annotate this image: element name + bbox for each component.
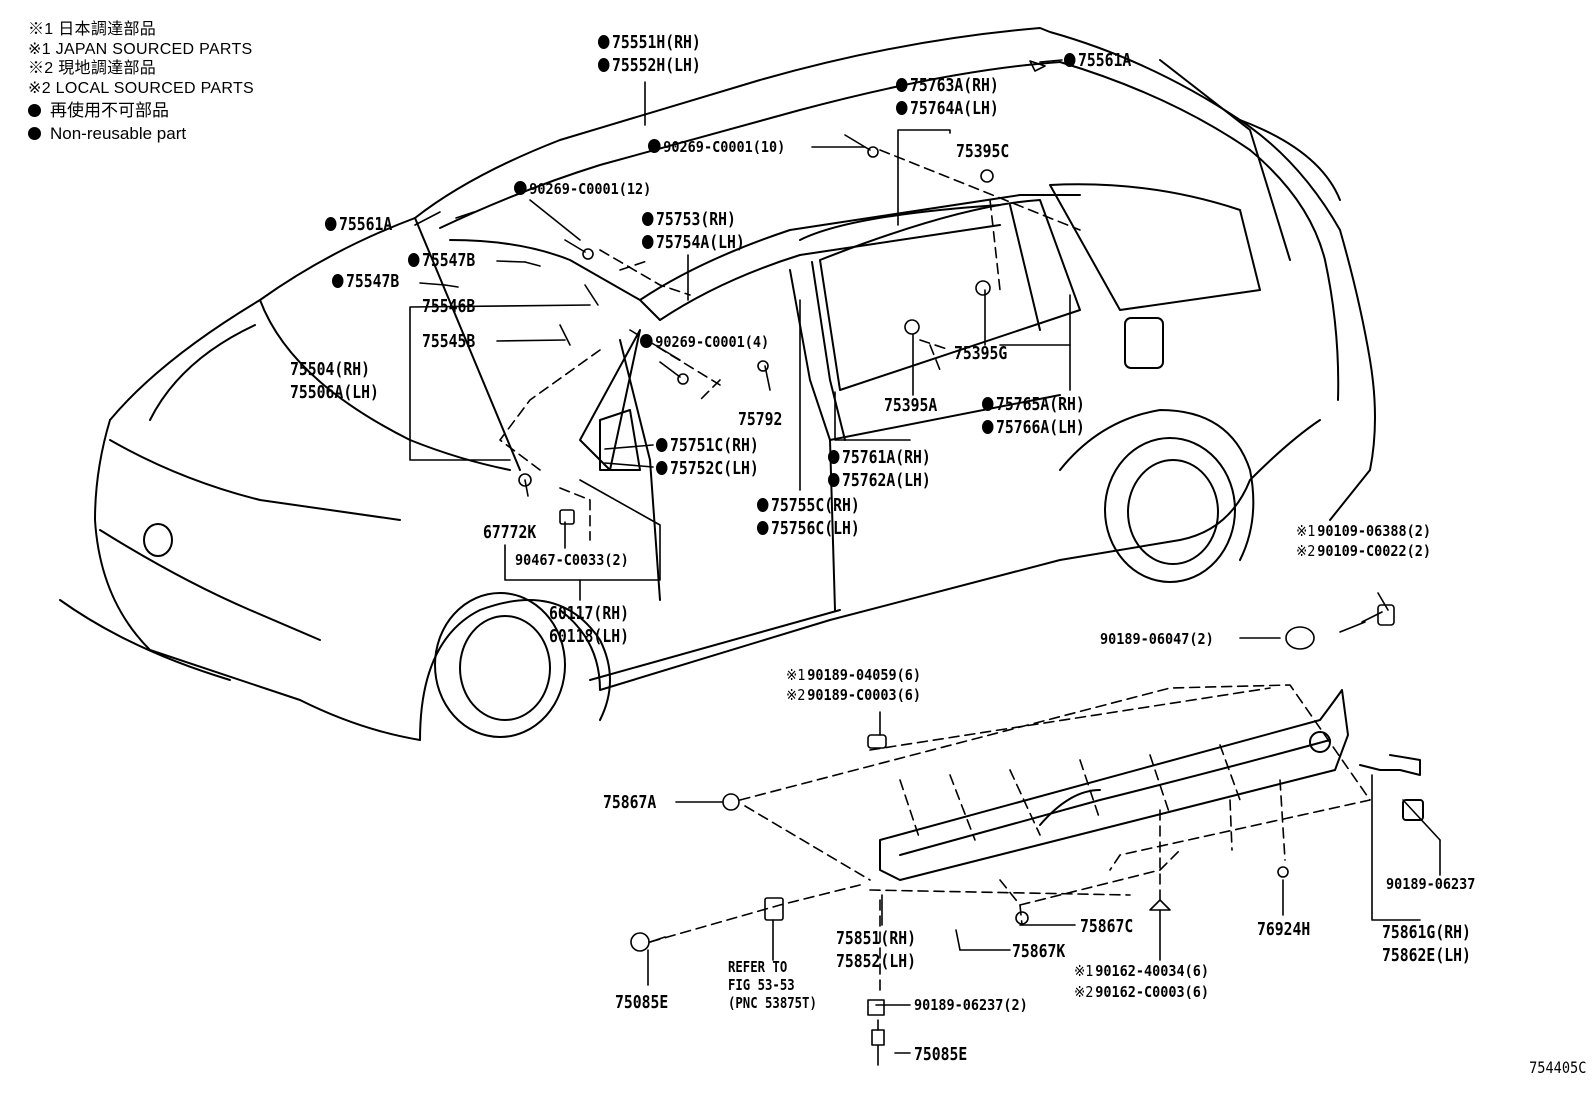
refer-line-1: REFER TO (728, 958, 788, 976)
legend-non-reusable-en-row: Non-reusable part (28, 124, 254, 144)
part-label-75762A: 75762A(LH) (828, 469, 931, 492)
part-label-90189-06237-2: 90189-06237(2) (914, 996, 1028, 1014)
dashed-reference-lines (499, 149, 1371, 991)
part-label-75755C: 75755C(RH) (757, 494, 860, 517)
non-reusable-dot-icon (514, 181, 527, 195)
non-reusable-dot-icon (642, 211, 654, 226)
non-reusable-dot-icon (598, 34, 610, 49)
legend-japan-sourced-jp: ※1 日本調達部品 (28, 21, 157, 38)
legend-japan-sourced-en: ※1 JAPAN SOURCED PARTS (28, 40, 253, 58)
part-label-75763A: 75763A(RH) (896, 74, 999, 97)
legend: ※1 日本調達部品 ※1 JAPAN SOURCED PARTS ※2 現地調達… (28, 20, 254, 143)
non-reusable-dot-icon (332, 273, 344, 288)
non-reusable-dot-icon (982, 419, 994, 434)
part-label-90189-06047: 90189-06047(2) (1100, 630, 1214, 648)
figure-code: 754405C (1528, 1058, 1586, 1077)
part-label-90269-4: 90269-C0001(4) (640, 333, 769, 352)
non-reusable-dot-icon (656, 437, 668, 452)
non-reusable-dot-icon (642, 234, 654, 249)
part-label-75547B-lower: 75547B (332, 270, 399, 293)
part-label-75552H: 75552H(LH) (598, 54, 701, 77)
part-label-75764A: 75764A(LH) (896, 97, 999, 120)
part-label-75753: 75753(RH) (642, 208, 736, 231)
part-label-67772K: 67772K (483, 522, 537, 543)
part-label-75085E-bottom: 75085E (914, 1044, 968, 1065)
non-reusable-dot-icon (757, 520, 769, 535)
part-label-75085E-left: 75085E (615, 992, 669, 1013)
part-label-75395C: 75395C (956, 141, 1010, 162)
part-label-75551H: 75551H(RH) (598, 31, 701, 54)
part-label-60118: 60118(LH) (549, 626, 629, 647)
legend-local-sourced-en: ※2 LOCAL SOURCED PARTS (28, 79, 254, 97)
part-label-75546B: 75546B (422, 296, 476, 317)
non-reusable-dot-icon (896, 77, 908, 92)
non-reusable-dot-icon (325, 216, 337, 231)
non-reusable-dot-icon (656, 460, 668, 475)
refer-line-2: FIG 53-53 (728, 976, 795, 994)
part-label-75867C: 75867C (1080, 916, 1134, 937)
part-label-90467: 90467-C0033(2) (515, 551, 629, 569)
non-reusable-dot-icon (1064, 52, 1076, 67)
part-label-75751C: 75751C(RH) (656, 434, 759, 457)
part-label-75545B: 75545B (422, 331, 476, 352)
part-label-75506A: 75506A(LH) (290, 382, 379, 403)
part-label-75395A: 75395A (884, 395, 938, 416)
part-label-90189-06237: 90189-06237 (1386, 875, 1476, 893)
hardware-glyphs (444, 60, 1395, 1066)
part-label-75851: 75851(RH) (836, 928, 916, 949)
non-reusable-dot-icon (828, 449, 840, 464)
legend-non-reusable-jp-row: 再使用不可部品 (28, 101, 254, 121)
part-label-60117: 60117(RH) (549, 603, 629, 624)
legend-non-reusable-en: Non-reusable part (50, 123, 187, 143)
non-reusable-dot-icon (896, 100, 908, 115)
part-label-75766A: 75766A(LH) (982, 416, 1085, 439)
part-label-75504: 75504(RH) (290, 359, 370, 380)
part-label-90269-10: 90269-C0001(10) (648, 138, 785, 157)
leader-lines (409, 59, 1441, 1054)
non-reusable-dot-icon (757, 497, 769, 512)
part-label-75395G: 75395G (954, 343, 1008, 364)
non-reusable-dot-icon (598, 57, 610, 72)
vehicle-outline (59, 27, 1424, 881)
non-reusable-dot-icon (828, 472, 840, 487)
part-label-76924H: 76924H (1257, 919, 1311, 940)
part-label-75754A: 75754A(LH) (642, 231, 745, 254)
refer-line-3: (PNC 53875T) (728, 994, 817, 1012)
legend-local-sourced-jp: ※2 現地調達部品 (28, 60, 157, 77)
part-label-75852: 75852(LH) (836, 951, 916, 972)
part-label-75867K: 75867K (1012, 941, 1066, 962)
non-reusable-dot-icon (640, 334, 653, 348)
part-label-75752C: 75752C(LH) (656, 457, 759, 480)
part-label-75561A-roof-rear: 75561A (1064, 49, 1131, 72)
cross-reference-note: REFER TO FIG 53-53 (PNC 53875T) (728, 958, 817, 1012)
part-label-75765A: 75765A(RH) (982, 393, 1085, 416)
non-reusable-dot-icon (28, 126, 41, 140)
part-label-75867A: 75867A (603, 792, 657, 813)
part-label-75756C: 75756C(LH) (757, 517, 860, 540)
non-reusable-dot-icon (408, 252, 420, 267)
non-reusable-dot-icon (28, 104, 41, 118)
part-label-75861G: 75861G(RH) (1382, 922, 1471, 943)
part-label-75761A: 75761A(RH) (828, 446, 931, 469)
part-label-75561A-front: 75561A (325, 213, 392, 236)
part-label-75547B-upper: 75547B (408, 249, 475, 272)
part-label-75862E: 75862E(LH) (1382, 945, 1471, 966)
non-reusable-dot-icon (648, 139, 661, 153)
part-label-90269-12: 90269-C0001(12) (514, 180, 651, 199)
part-label-75792: 75792 (738, 409, 783, 430)
legend-non-reusable-jp: 再使用不可部品 (50, 101, 169, 120)
non-reusable-dot-icon (982, 396, 994, 411)
